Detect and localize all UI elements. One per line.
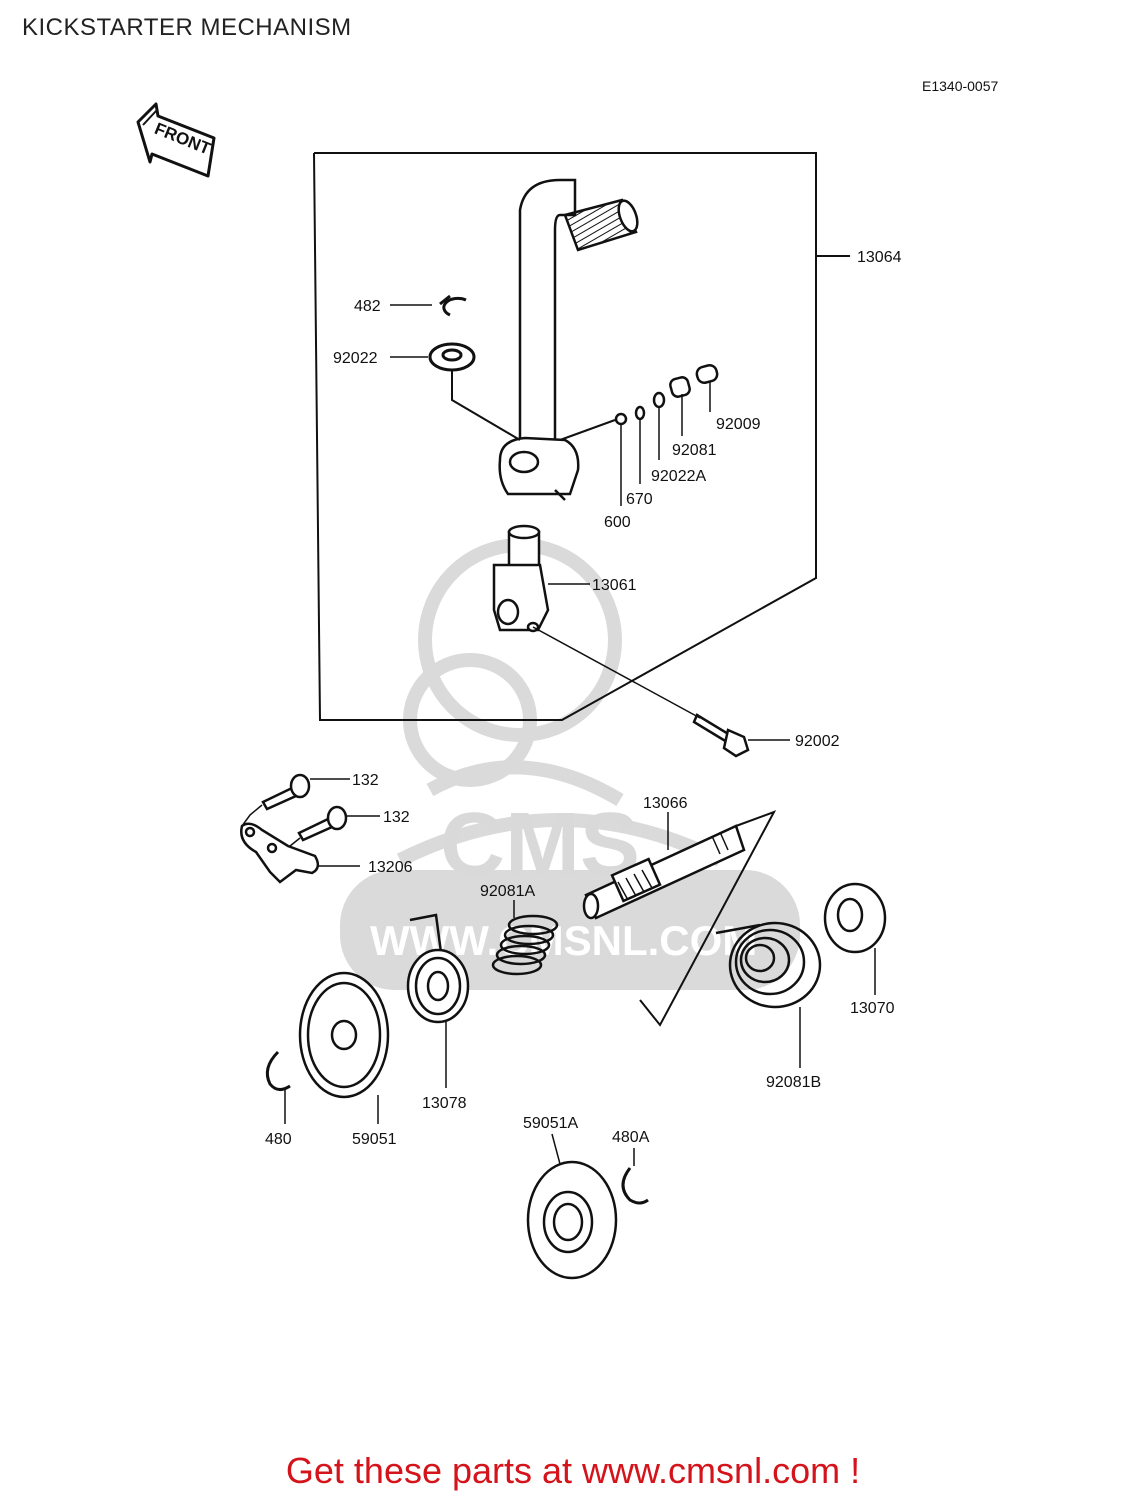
part-label-92081b: 92081B xyxy=(766,1074,821,1091)
part-label-670: 670 xyxy=(626,491,653,508)
spring-92081a xyxy=(491,914,559,976)
gear-59051a xyxy=(526,1160,618,1280)
front-arrow-icon: FRONT xyxy=(136,102,216,178)
bolt-132-upper xyxy=(261,773,311,811)
leader-lines xyxy=(284,304,876,1166)
part-label-132-upper: 132 xyxy=(352,772,379,789)
spring-guide-13070 xyxy=(823,882,887,954)
part-label-59051a: 59051A xyxy=(523,1115,578,1132)
part-label-92002: 92002 xyxy=(795,733,840,750)
part-label-13066: 13066 xyxy=(643,795,688,812)
part-label-13064: 13064 xyxy=(857,249,902,266)
part-label-480: 480 xyxy=(265,1131,292,1148)
part-label-92081: 92081 xyxy=(672,442,717,459)
part-label-13061: 13061 xyxy=(592,577,637,594)
kick-shaft-13061 xyxy=(492,524,550,633)
watermark-brand: CMS xyxy=(440,795,640,895)
part-label-13206: 13206 xyxy=(368,859,413,876)
gear-59051 xyxy=(298,971,390,1099)
shaft-group-outline xyxy=(639,810,777,1027)
detent-parts xyxy=(614,364,719,426)
part-label-482: 482 xyxy=(354,298,381,315)
circlip-480a xyxy=(621,1167,649,1205)
guide-plate-13206 xyxy=(240,822,320,884)
part-label-92009: 92009 xyxy=(716,416,761,433)
bolt-132-lower xyxy=(297,805,348,842)
kick-pedal xyxy=(498,178,639,501)
assembly-outline xyxy=(313,152,850,721)
circlip-480 xyxy=(265,1050,291,1091)
part-label-480a: 480A xyxy=(612,1129,650,1146)
part-label-92081a: 92081A xyxy=(480,883,535,900)
ratchet-gear-13078 xyxy=(406,913,470,1024)
reference-code: E1340-0057 xyxy=(922,78,999,94)
return-spring-92081b xyxy=(715,921,822,1009)
watermark: CMS WWW.CMSNL.COM xyxy=(340,538,800,990)
part-label-92022a: 92022A xyxy=(651,468,706,485)
circlip-482 xyxy=(439,294,467,317)
part-label-59051: 59051 xyxy=(352,1131,397,1148)
kick-shaft-13066 xyxy=(582,824,746,920)
part-label-13078: 13078 xyxy=(422,1095,467,1112)
washer-92022 xyxy=(428,342,476,372)
part-label-13070: 13070 xyxy=(850,1000,895,1017)
part-label-132-lower: 132 xyxy=(383,809,410,826)
part-label-600: 600 xyxy=(604,514,631,531)
cta-link[interactable]: Get these parts at www.cmsnl.com ! xyxy=(285,1450,861,1491)
page-title: KICKSTARTER MECHANISM xyxy=(22,14,352,41)
part-label-92022: 92022 xyxy=(333,350,378,367)
leader-92022 xyxy=(451,370,521,441)
bolt-92002 xyxy=(692,713,750,758)
